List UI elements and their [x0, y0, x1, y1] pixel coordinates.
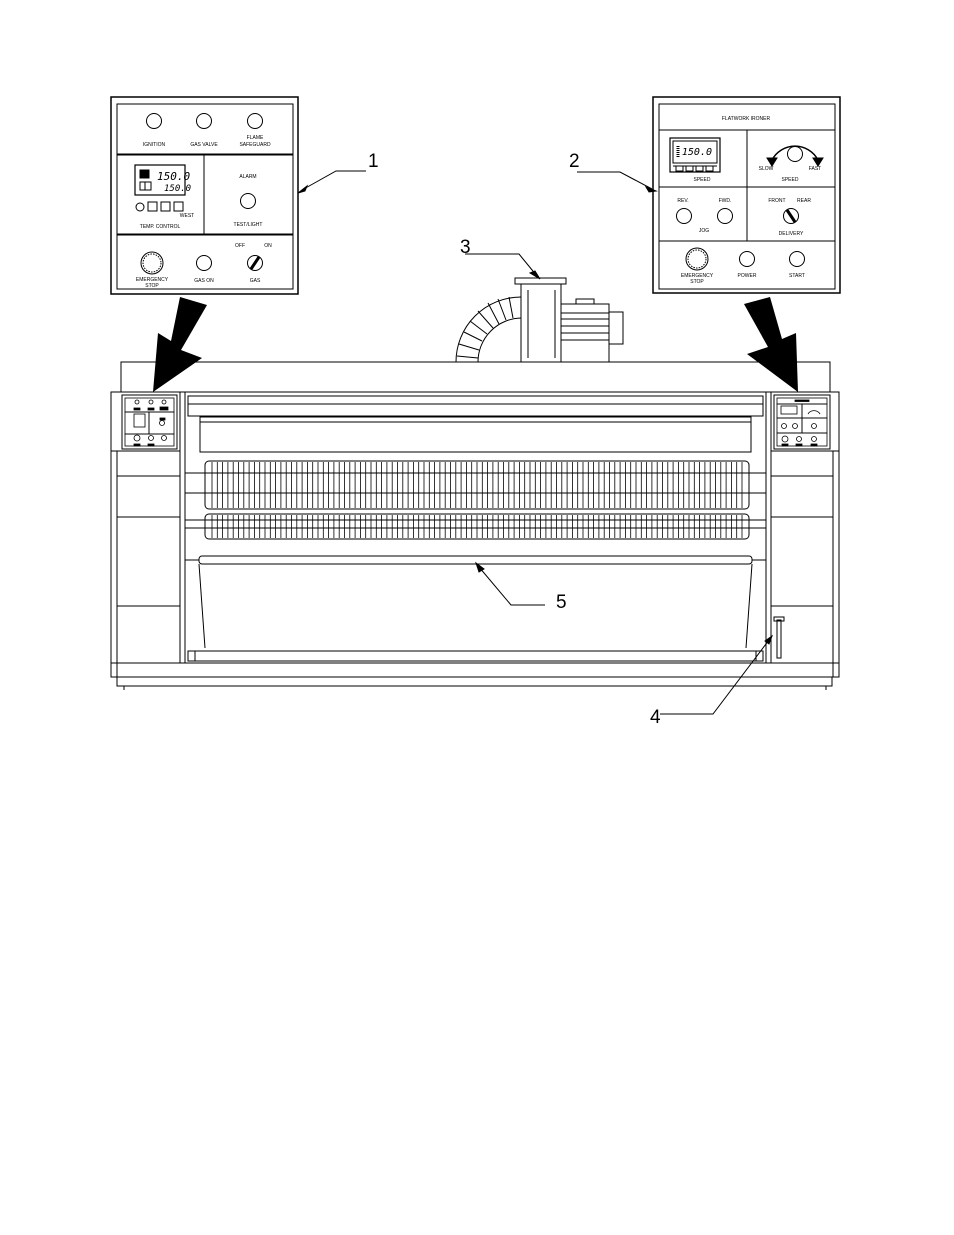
mini-panel-right	[774, 395, 830, 449]
fwd-label: FWD.	[719, 198, 732, 204]
test-light-label: TEST/LIGHT	[234, 222, 263, 228]
callout-leaders	[298, 171, 772, 714]
temp-key-2[interactable]	[161, 202, 170, 211]
callout-1: 1	[368, 151, 379, 172]
emergency-right-line2: STOP	[690, 279, 704, 285]
start-button[interactable]	[790, 252, 805, 267]
speed-display-label: SPEED	[694, 177, 711, 183]
emergency-label-line2: STOP	[145, 283, 159, 289]
flame-safeguard-indicator	[248, 114, 263, 129]
temp-key-1[interactable]	[148, 202, 157, 211]
fast-label: FAST	[809, 166, 822, 172]
off-label: OFF	[235, 243, 245, 249]
callout-4: 4	[650, 707, 661, 728]
callout-5: 5	[556, 592, 567, 613]
callout-2: 2	[569, 151, 580, 172]
control-panel-left: IGNITION GAS VALVE FLAME SAFEGUARD 150.0…	[111, 97, 298, 294]
safety-bar-handle[interactable]	[777, 620, 781, 658]
start-label: START	[789, 273, 805, 279]
alarm-label: ALARM	[239, 174, 256, 180]
arrow-right-panel	[744, 297, 798, 392]
power-indicator	[740, 252, 755, 267]
on-label: ON	[264, 243, 272, 249]
ignition-indicator	[147, 114, 162, 129]
jog-reverse-button[interactable]	[677, 209, 692, 224]
speed-display-value: 150.0	[682, 147, 712, 158]
jog-forward-button[interactable]	[718, 209, 733, 224]
gas-on-indicator	[197, 256, 212, 271]
delivery-label: DELIVERY	[779, 231, 804, 237]
brand-mark: WEST	[180, 213, 194, 219]
temp-display-bottom: 150.0	[164, 184, 191, 194]
speed-dial[interactable]	[788, 147, 803, 162]
alarm-test-button[interactable]	[241, 194, 256, 209]
temp-display-top: 150.0	[157, 170, 190, 183]
gas-valve-label: GAS VALVE	[190, 142, 218, 148]
rev-label: REV.	[677, 198, 688, 204]
gas-on-label: GAS ON	[194, 278, 214, 284]
gas-valve-indicator	[197, 114, 212, 129]
mini-panel-left	[122, 395, 177, 449]
exhaust-blower	[456, 278, 623, 362]
rear-label: REAR	[797, 198, 811, 204]
ironer-machine	[111, 362, 839, 690]
gas-label: GAS	[250, 278, 261, 284]
callout-3: 3	[460, 237, 471, 258]
ignition-label: IGNITION	[143, 142, 166, 148]
emergency-stop-button[interactable]	[141, 252, 163, 274]
speed-dial-label: SPEED	[782, 177, 799, 183]
slow-label: SLOW	[759, 166, 774, 172]
panel-right-title: FLATWORK IRONER	[722, 116, 771, 122]
flame-label-line1: FLAME	[247, 135, 264, 141]
front-label: FRONT	[768, 198, 785, 204]
arrow-left-panel	[153, 297, 207, 392]
flame-label-line2: SAFEGUARD	[239, 142, 271, 148]
control-panel-right: FLATWORK IRONER 150.0 SPEED SLOW FAST SP…	[653, 97, 840, 293]
emergency-stop-button-right[interactable]	[686, 248, 708, 270]
jog-label: JOG	[699, 228, 709, 234]
temp-key-3[interactable]	[174, 202, 183, 211]
temp-control-label: TEMP. CONTROL	[140, 224, 181, 230]
power-label: POWER	[738, 273, 757, 279]
